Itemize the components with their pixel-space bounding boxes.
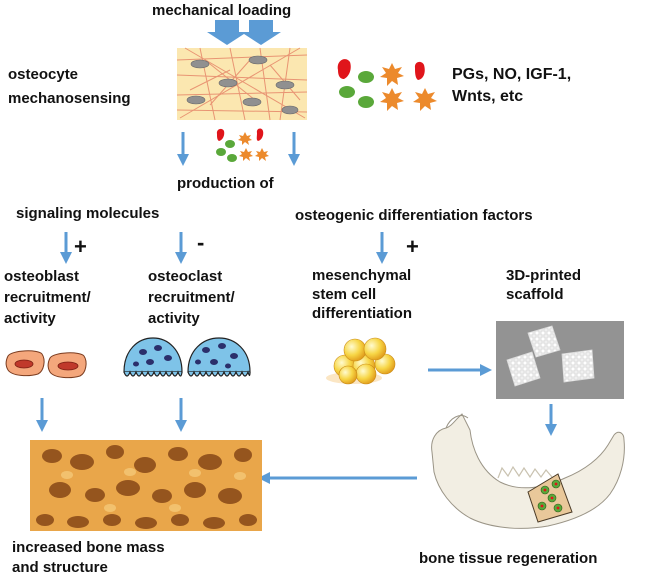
msc-label-line2: stem cell [312, 286, 377, 303]
increased-bone-line1: increased bone mass [12, 539, 165, 556]
molecules-list-label: PGs, NO, IGF-1, Wnts, etc [452, 66, 571, 106]
osteoclast-label-line2: recruitment/ [148, 289, 235, 306]
signaling-molecules-label: signaling molecules [16, 205, 160, 222]
msc-plus-sign: + [406, 234, 419, 259]
msc-label: mesenchymal stem cell differentiation [312, 266, 412, 323]
scaffold-label-line1: 3D-printed [506, 267, 581, 284]
mechanical-loading-label: mechanical loading [152, 2, 292, 19]
molecules-list-line1: PGs, NO, IGF-1, [452, 66, 572, 83]
osteoblast-label-line3: activity [4, 310, 56, 327]
increased-bone-line2: and structure [12, 559, 108, 576]
msc-label-line1: mesenchymal [312, 267, 412, 284]
scaffold-label: 3D-printed scaffold [506, 266, 581, 304]
scaffold-label-line2: scaffold [506, 286, 564, 303]
osteoblast-plus-sign: + [74, 234, 87, 259]
mandible-image [431, 413, 625, 529]
osteocyte-network-image [176, 47, 308, 121]
osteoclast-cell-icon [123, 337, 251, 377]
produced-molecules-icons [216, 128, 269, 162]
bone-regeneration-label: bone tissue regeneration [419, 550, 598, 567]
mechanical-loading-arrows [207, 20, 281, 45]
osteoblast-label-line1: osteoblast [4, 268, 80, 285]
osteoblast-cell-icon [5, 350, 87, 379]
osteoclast-label-line3: activity [148, 310, 200, 327]
trabecular-bone-image [30, 440, 262, 531]
osteoblast-label: osteoblast recruitment/ activity [4, 266, 91, 329]
increased-bone-label: increased bone mass and structure [12, 538, 165, 578]
osteoblast-label-line2: recruitment/ [4, 289, 91, 306]
osteocyte-label-line: osteocyte [8, 66, 79, 83]
msc-label-line3: differentiation [312, 305, 412, 322]
scaffold-photo [496, 321, 624, 399]
osteogenic-factors-label: osteogenic differentiation factors [295, 207, 533, 224]
osteoclast-minus-sign: - [197, 230, 205, 255]
osteoclast-label: osteoclast recruitment/ activity [148, 266, 235, 329]
molecules-list-line2: Wnts, etc [452, 88, 524, 105]
signaling-molecules-icons [337, 59, 437, 111]
stem-cell-cluster-icon [326, 337, 396, 385]
production-of-label: production of [177, 175, 274, 192]
osteocyte-mechanosensing-label: osteocyte mechanosensing [8, 66, 131, 108]
mechanosensing-label-line: mechanosensing [8, 90, 131, 107]
osteoclast-label-line1: osteoclast [148, 268, 223, 285]
